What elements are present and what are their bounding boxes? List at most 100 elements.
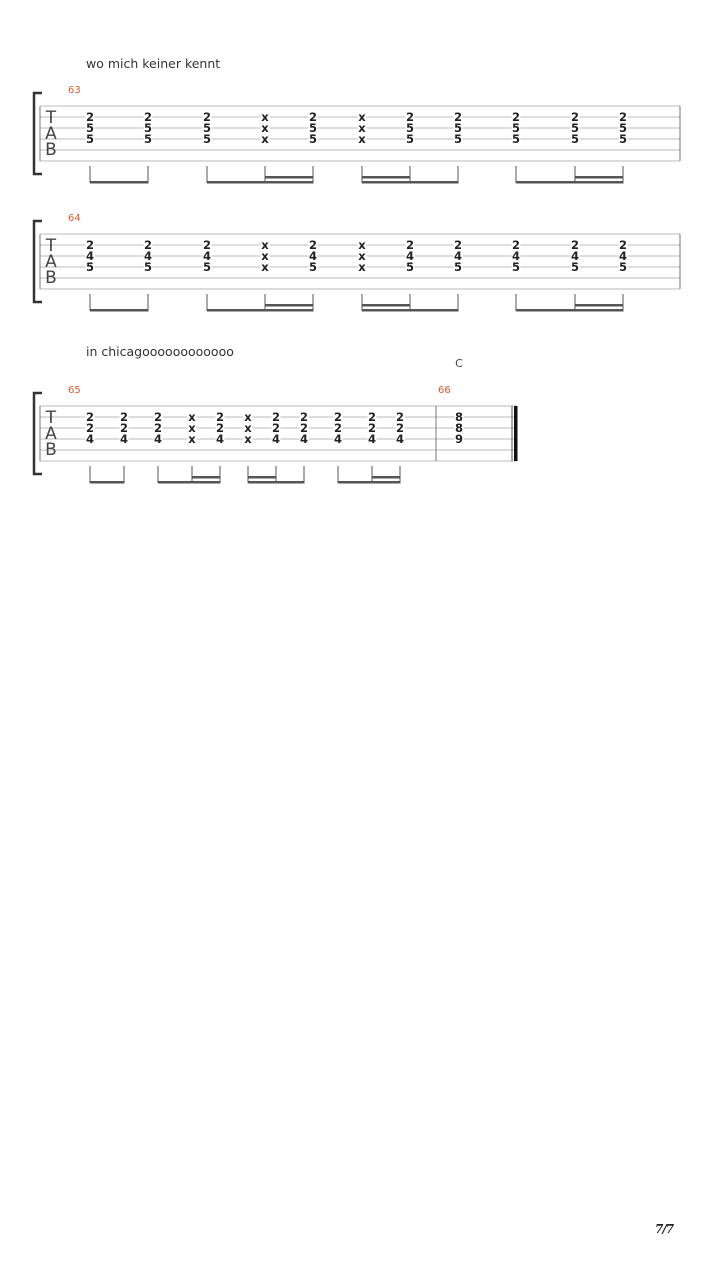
fret-number: 4	[86, 432, 94, 446]
fret-mask	[143, 240, 153, 250]
measure-number: 64	[68, 213, 81, 224]
fret-mask	[405, 134, 415, 144]
fret-mask	[357, 134, 367, 144]
fret-number: 2	[203, 238, 211, 252]
fret-number: 2	[571, 238, 579, 252]
eighth-beam	[90, 309, 149, 312]
fret-number: 2	[272, 421, 280, 435]
fret-number: 5	[571, 121, 579, 135]
sixteenth-beam	[265, 304, 314, 307]
fret-number: 4	[571, 249, 579, 263]
fret-mask	[308, 251, 318, 261]
system-bracket	[32, 391, 42, 476]
fret-number: 5	[86, 260, 94, 274]
eighth-beam	[516, 181, 624, 184]
fret-number: 8	[455, 410, 463, 424]
fret-number: 5	[512, 121, 520, 135]
tab-clef-letter: A	[45, 124, 57, 144]
fret-number: x	[261, 249, 269, 263]
fret-mask	[453, 112, 463, 122]
fret-number: 5	[309, 260, 317, 274]
fret-mask	[243, 412, 253, 422]
tab-clef-letter: T	[45, 236, 57, 256]
fret-mask	[85, 423, 95, 433]
system-bracket	[32, 91, 42, 176]
fret-number: 5	[619, 260, 627, 274]
eighth-beam	[90, 181, 149, 184]
fret-number: 5	[203, 121, 211, 135]
fret-number: 8	[455, 421, 463, 435]
fret-mask	[187, 412, 197, 422]
eighth-beam	[158, 481, 221, 484]
fret-number: x	[261, 110, 269, 124]
fret-number: x	[358, 132, 366, 146]
fret-number: x	[188, 432, 196, 446]
fret-mask	[511, 123, 521, 133]
fret-number: x	[244, 421, 252, 435]
fret-number: 4	[334, 432, 342, 446]
fret-number: 2	[300, 410, 308, 424]
tab-clef-letter: B	[45, 268, 57, 288]
tab-clef-letter: B	[45, 140, 57, 160]
fret-mask	[85, 123, 95, 133]
fret-mask	[119, 434, 129, 444]
fret-number: 2	[154, 410, 162, 424]
fret-number: x	[358, 121, 366, 135]
fret-mask	[119, 412, 129, 422]
fret-number: 4	[203, 249, 211, 263]
fret-number: x	[188, 410, 196, 424]
final-barline-thick	[514, 406, 518, 461]
fret-number: x	[244, 410, 252, 424]
fret-number: x	[188, 421, 196, 435]
fret-number: 5	[86, 132, 94, 146]
fret-number: 5	[86, 121, 94, 135]
fret-number: 2	[216, 410, 224, 424]
fret-mask	[153, 412, 163, 422]
sixteenth-beam	[362, 176, 411, 179]
fret-mask	[308, 123, 318, 133]
fret-mask	[202, 123, 212, 133]
fret-mask	[202, 262, 212, 272]
fret-number: x	[358, 238, 366, 252]
eighth-beam	[207, 181, 314, 184]
fret-mask	[260, 251, 270, 261]
fret-mask	[187, 434, 197, 444]
fret-number: 5	[454, 132, 462, 146]
fret-number: x	[261, 132, 269, 146]
fret-mask	[405, 251, 415, 261]
fret-mask	[395, 423, 405, 433]
fret-number: 5	[406, 121, 414, 135]
fret-mask	[85, 412, 95, 422]
fret-number: 5	[203, 260, 211, 274]
fret-number: 5	[454, 121, 462, 135]
fret-mask	[260, 123, 270, 133]
fret-mask	[260, 112, 270, 122]
fret-mask	[215, 423, 225, 433]
fret-mask	[357, 262, 367, 272]
sixteenth-beam	[575, 304, 624, 307]
tab-clef-letter: A	[45, 252, 57, 272]
fret-mask	[143, 251, 153, 261]
fret-number: x	[261, 238, 269, 252]
fret-number: 2	[512, 110, 520, 124]
fret-number: 2	[619, 238, 627, 252]
measure-number: 65	[68, 385, 81, 396]
fret-number: 2	[216, 421, 224, 435]
fret-number: 5	[144, 260, 152, 274]
fret-mask	[260, 240, 270, 250]
fret-mask	[85, 240, 95, 250]
fret-number: 2	[309, 238, 317, 252]
fret-mask	[367, 423, 377, 433]
fret-number: 4	[406, 249, 414, 263]
sixteenth-beam	[265, 176, 314, 179]
system-bracket	[32, 219, 42, 304]
fret-number: 4	[216, 432, 224, 446]
fret-mask	[454, 434, 464, 444]
fret-mask	[570, 134, 580, 144]
sixteenth-beam	[192, 476, 221, 479]
fret-number: 5	[571, 260, 579, 274]
fret-mask	[333, 434, 343, 444]
fret-mask	[405, 112, 415, 122]
fret-mask	[570, 112, 580, 122]
page-number: 7/7	[655, 1222, 674, 1236]
